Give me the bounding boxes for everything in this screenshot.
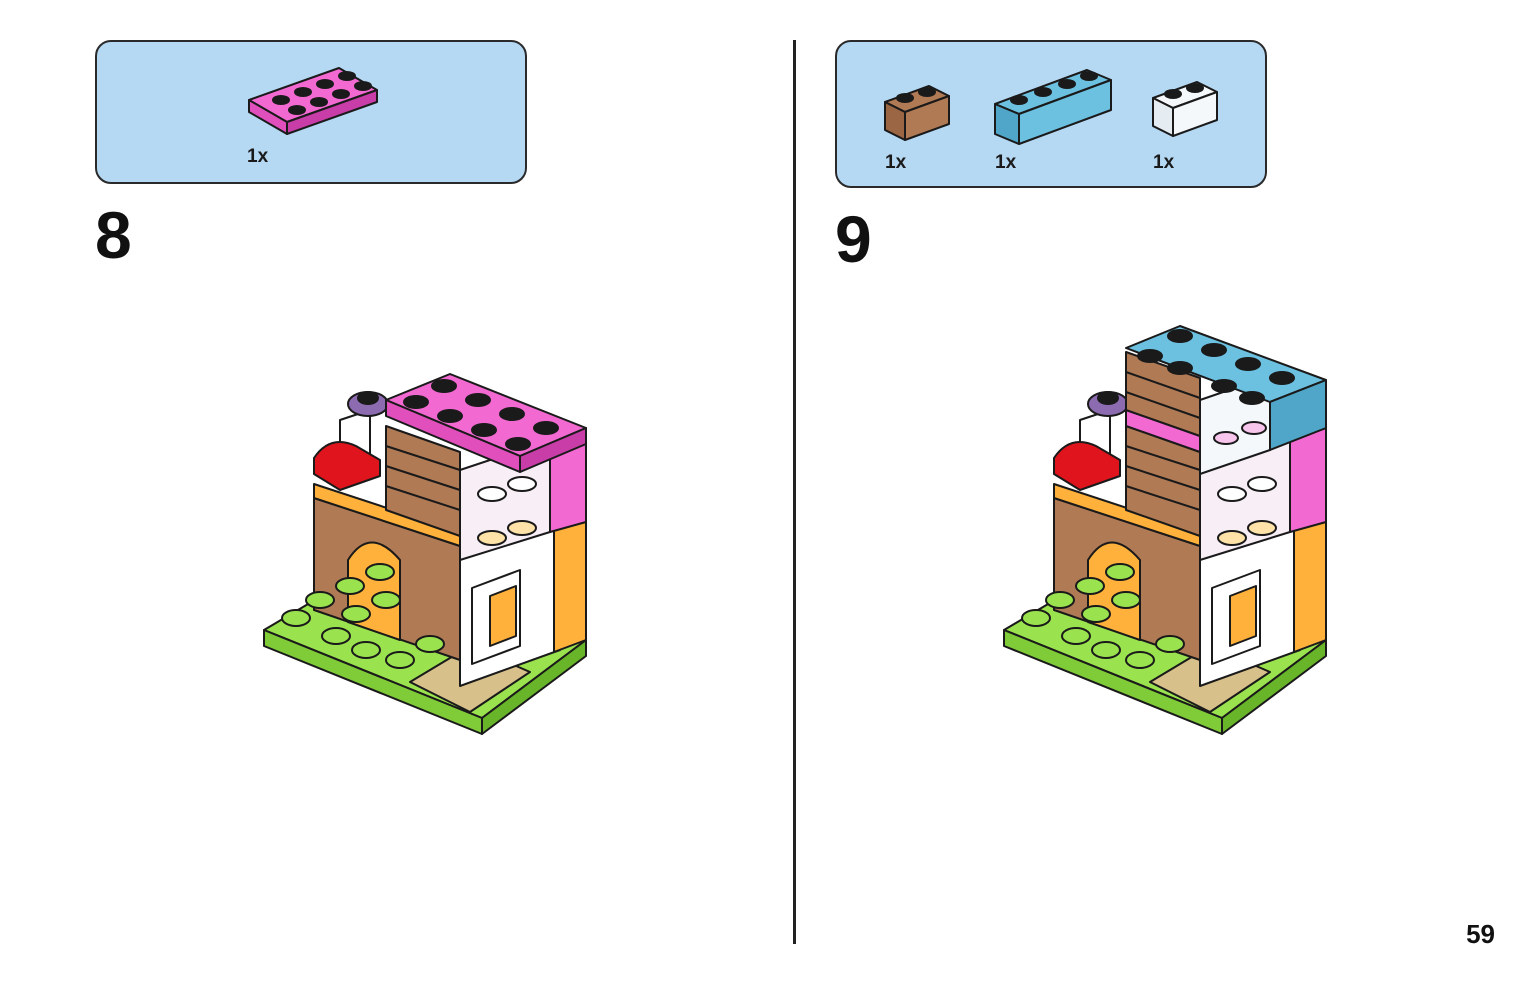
blue-brick-1x4-icon	[994, 69, 1112, 145]
part-quantity: 1x	[1153, 152, 1175, 173]
model-illustration-step-9	[1003, 325, 1327, 735]
brown-brick-masonry-1x2-icon	[884, 85, 950, 141]
part-quantity: 1x	[995, 152, 1017, 173]
model-illustration-step-8	[263, 373, 587, 735]
parts-callout-step-9: 1x 1x 1x	[835, 40, 1267, 188]
step-number: 8	[95, 198, 132, 272]
part-quantity: 1x	[885, 152, 907, 173]
parts-callout-step-8: 1x	[95, 40, 527, 184]
page-number: 59	[1466, 919, 1495, 949]
transparent-brick-1x2-icon	[1152, 81, 1218, 137]
part-quantity: 1x	[247, 146, 269, 167]
step-number: 9	[835, 202, 872, 276]
pink-plate-2x4-icon	[248, 67, 378, 135]
page-divider	[793, 40, 796, 944]
left-page: 1x 8	[0, 0, 760, 984]
right-page: 1x 1x 1x 9	[780, 0, 1535, 984]
